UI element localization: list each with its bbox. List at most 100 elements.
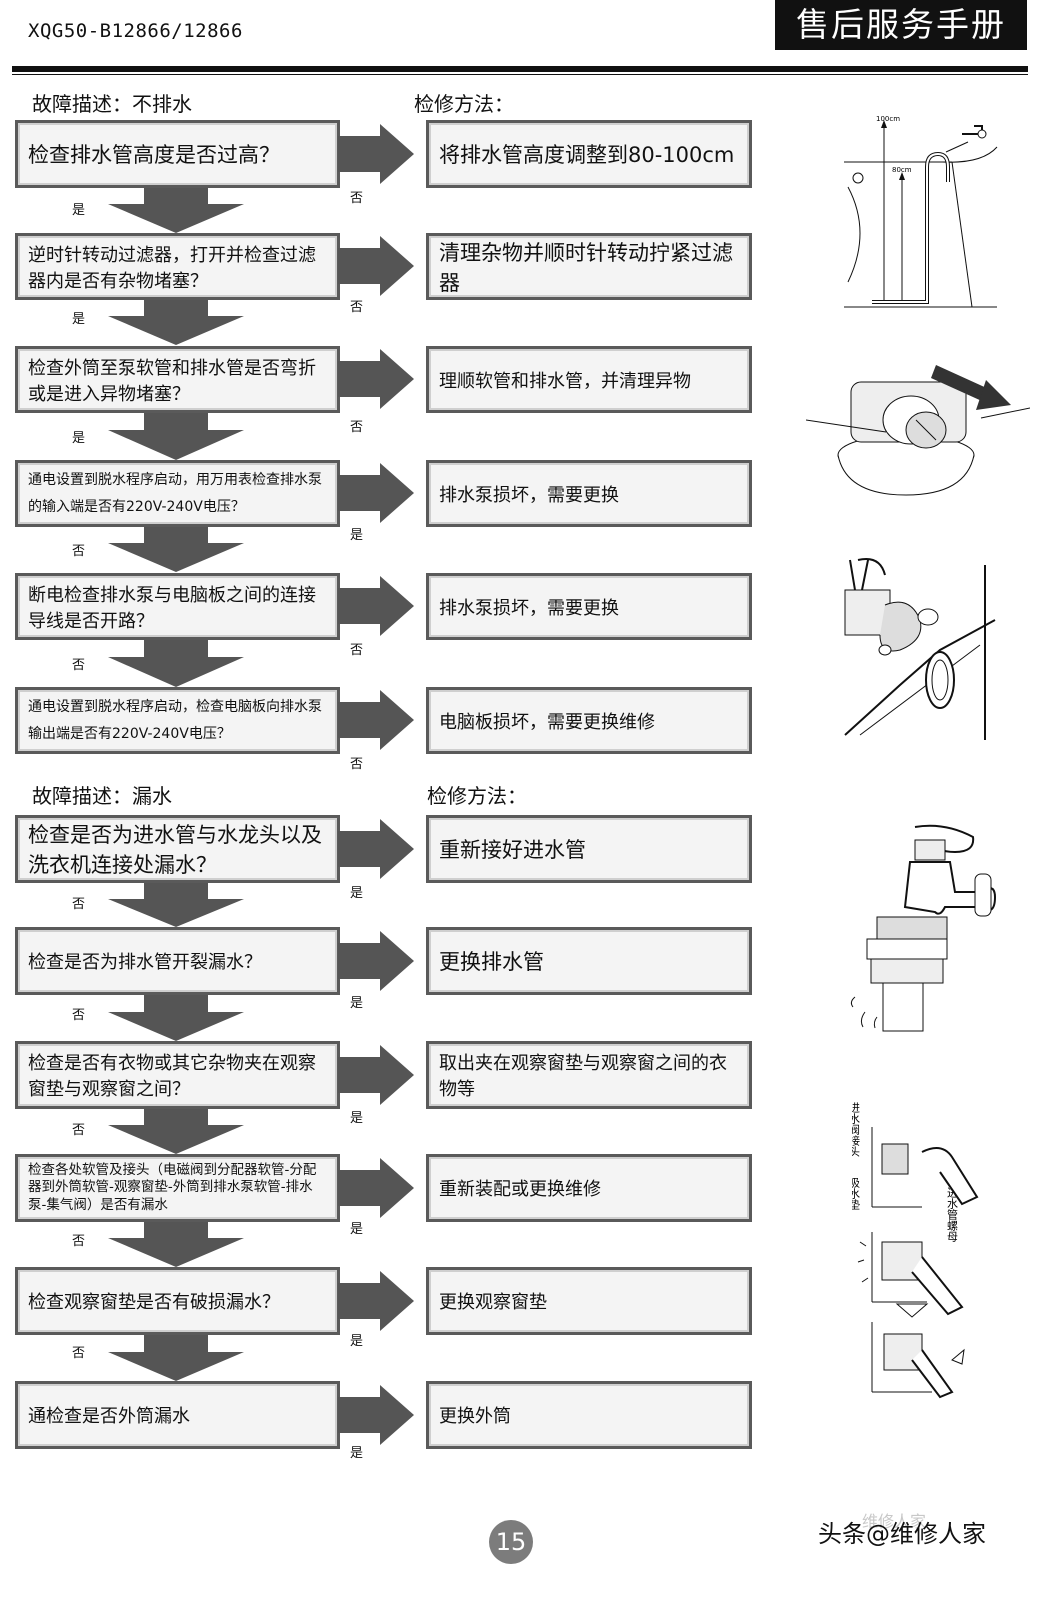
fix-text: 取出夹在观察窗垫与观察窗之间的衣物等 bbox=[439, 1053, 727, 1100]
check-box: 检查各处软管及接头（电磁阀到分配器软管-分配器到外筒软管-观察窗垫-外筒到排水泵… bbox=[15, 1154, 340, 1222]
fix-box: 排水泵损坏，需要更换 bbox=[426, 573, 752, 640]
fix-box: 重新装配或更换维修 bbox=[426, 1154, 752, 1222]
page-number: 15 bbox=[489, 1520, 533, 1564]
fix-text: 清理杂物并顺时针转动拧紧过滤器 bbox=[439, 240, 733, 295]
branch-label-down: 否 bbox=[72, 1008, 86, 1023]
down-arrow bbox=[106, 527, 246, 573]
fix-box: 重新接好进水管 bbox=[426, 815, 752, 883]
check-text: 通电设置到脱水程序启动，检查电脑板向排水泵输出端是否有220V-240V电压？ bbox=[28, 698, 322, 742]
right-arrow bbox=[338, 236, 416, 296]
branch-label-side: 否 bbox=[350, 420, 364, 435]
fix-box: 理顺软管和排水管，并清理异物 bbox=[426, 346, 752, 413]
right-arrow bbox=[338, 819, 416, 879]
branch-label-down: 否 bbox=[72, 897, 86, 912]
down-arrow bbox=[106, 188, 246, 234]
label-80cm: 80cm bbox=[892, 166, 912, 174]
right-arrow bbox=[338, 349, 416, 409]
branch-label-side: 否 bbox=[350, 757, 364, 772]
fix-box: 电脑板损坏，需要更换维修 bbox=[426, 687, 752, 754]
check-text: 检查是否有衣物或其它杂物夹在观察窗垫与观察窗之间？ bbox=[28, 1053, 316, 1100]
inlet-valve-illustration: 进水阀接头 吸水垫 进水管螺母 bbox=[848, 1092, 987, 1406]
right-arrow bbox=[338, 576, 416, 636]
down-arrow bbox=[106, 1222, 246, 1268]
fix-text: 更换观察窗垫 bbox=[439, 1292, 547, 1313]
branch-label-down: 是 bbox=[72, 431, 86, 446]
check-box: 检查是否有衣物或其它杂物夹在观察窗垫与观察窗之间？ bbox=[15, 1041, 340, 1109]
fix-text: 更换排水管 bbox=[439, 950, 544, 974]
check-text: 检查各处软管及接头（电磁阀到分配器软管-分配器到外筒软管-观察窗垫-外筒到排水泵… bbox=[28, 1161, 317, 1213]
branch-label-side: 否 bbox=[350, 643, 364, 658]
fix-box: 更换外筒 bbox=[426, 1381, 752, 1449]
down-arrow bbox=[106, 413, 246, 461]
fix-text: 排水泵损坏，需要更换 bbox=[439, 597, 619, 619]
method-label-drainage: 检修方法： bbox=[414, 92, 514, 116]
label-valve-joint: 进水阀接头 bbox=[852, 1102, 861, 1157]
right-arrow bbox=[338, 1158, 416, 1218]
fix-text: 将排水管高度调整到80-100cm bbox=[439, 143, 735, 167]
label-inlet-nut: 进水管螺母 bbox=[946, 1187, 959, 1243]
right-arrow bbox=[338, 931, 416, 991]
fix-box: 清理杂物并顺时针转动拧紧过滤器 bbox=[426, 233, 752, 300]
label-gasket: 吸水垫 bbox=[852, 1177, 861, 1210]
fix-box: 更换排水管 bbox=[426, 927, 752, 995]
check-box: 检查排水管高度是否过高？ bbox=[15, 120, 340, 188]
right-arrow bbox=[338, 463, 416, 523]
check-box: 通电设置到脱水程序启动，用万用表检查排水泵的输入端是否有220V-240V电压？ bbox=[15, 460, 340, 527]
model-number: XQG50-B12866/12866 bbox=[28, 20, 243, 42]
header-rule bbox=[12, 66, 1028, 72]
right-arrow bbox=[338, 1385, 416, 1445]
branch-label-down: 是 bbox=[72, 312, 86, 327]
branch-label-down: 否 bbox=[72, 1234, 86, 1249]
branch-label-down: 否 bbox=[72, 658, 86, 673]
drain-pump-illustration bbox=[840, 555, 1000, 744]
watermark-faint: 维修人家 bbox=[862, 1512, 927, 1531]
hose-height-illustration: 100cm 80cm bbox=[842, 112, 1002, 321]
fix-text: 重新装配或更换维修 bbox=[439, 1179, 601, 1200]
check-box: 检查是否为排水管开裂漏水？ bbox=[15, 927, 340, 995]
check-text: 逆时针转动过滤器，打开并检查过滤器内是否有杂物堵塞？ bbox=[28, 244, 316, 292]
check-text: 通电设置到脱水程序启动，用万用表检查排水泵的输入端是否有220V-240V电压？ bbox=[28, 471, 322, 515]
branch-label-side: 是 bbox=[350, 1334, 364, 1349]
check-box: 检查是否为进水管与水龙头以及洗衣机连接处漏水？ bbox=[15, 815, 340, 883]
method-label-leak: 检修方法： bbox=[427, 784, 527, 808]
down-arrow bbox=[106, 883, 246, 928]
down-arrow bbox=[106, 300, 246, 346]
fix-text: 电脑板损坏，需要更换维修 bbox=[439, 711, 655, 733]
down-arrow bbox=[106, 640, 246, 688]
fault-label-leak: 故障描述：漏水 bbox=[32, 784, 172, 808]
right-arrow bbox=[338, 1045, 416, 1105]
down-arrow bbox=[106, 1335, 246, 1382]
branch-label-side: 是 bbox=[350, 996, 364, 1011]
branch-label-side: 是 bbox=[350, 886, 364, 901]
check-text: 检查是否为进水管与水龙头以及洗衣机连接处漏水？ bbox=[28, 823, 322, 877]
check-box: 逆时针转动过滤器，打开并检查过滤器内是否有杂物堵塞？ bbox=[15, 233, 340, 300]
check-box: 检查观察窗垫是否有破损漏水？ bbox=[15, 1267, 340, 1335]
branch-label-side: 是 bbox=[350, 1111, 364, 1126]
check-box: 断电检查排水泵与电脑板之间的连接导线是否开路？ bbox=[15, 573, 340, 640]
right-arrow bbox=[338, 690, 416, 750]
branch-label-down: 是 bbox=[72, 203, 86, 218]
branch-label-down: 否 bbox=[72, 1123, 86, 1138]
branch-label-side: 否 bbox=[350, 300, 364, 315]
branch-label-side: 是 bbox=[350, 528, 364, 543]
down-arrow bbox=[106, 1109, 246, 1155]
fix-box: 排水泵损坏，需要更换 bbox=[426, 460, 752, 527]
branch-label-down: 否 bbox=[72, 544, 86, 559]
check-box: 检查外筒至泵软管和排水管是否弯折或是进入异物堵塞？ bbox=[15, 346, 340, 413]
down-arrow bbox=[106, 995, 246, 1042]
watermark: 头条@维修人家 bbox=[818, 1520, 986, 1548]
right-arrow bbox=[338, 1271, 416, 1331]
fix-text: 排水泵损坏，需要更换 bbox=[439, 484, 619, 506]
branch-label-side: 是 bbox=[350, 1446, 364, 1461]
check-text: 通检查是否外筒漏水 bbox=[28, 1406, 190, 1427]
check-text: 检查排水管高度是否过高？ bbox=[28, 143, 280, 167]
filter-removal-illustration bbox=[805, 360, 1031, 504]
branch-label-side: 是 bbox=[350, 1222, 364, 1237]
check-text: 检查是否为排水管开裂漏水？ bbox=[28, 952, 262, 973]
fix-text: 更换外筒 bbox=[439, 1406, 511, 1427]
manual-title: 售后服务手册 bbox=[775, 0, 1027, 50]
branch-label-down: 否 bbox=[72, 1346, 86, 1361]
check-text: 检查观察窗垫是否有破损漏水？ bbox=[28, 1292, 280, 1313]
fix-text: 理顺软管和排水管，并清理异物 bbox=[439, 370, 691, 392]
fix-box: 更换观察窗垫 bbox=[426, 1267, 752, 1335]
